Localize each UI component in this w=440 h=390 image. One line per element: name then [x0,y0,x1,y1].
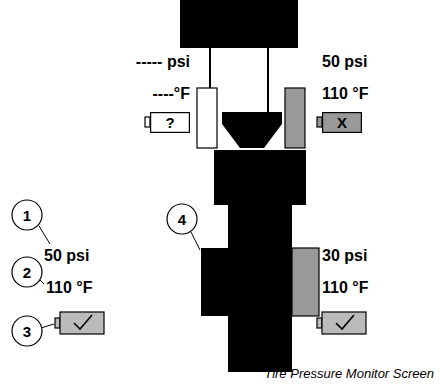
battery-nub [317,318,322,328]
tire-reading: 30 psi [322,246,367,266]
tractor-body [228,200,292,372]
battery-status: X [337,115,347,130]
callout-number: 4 [178,212,186,227]
front-right-tire [285,88,305,148]
battery-icon: ? [150,112,190,133]
battery-status: ? [165,115,174,130]
leader-line [40,280,44,284]
callout-number: 1 [23,208,31,223]
tire-reading: ----°F [153,84,190,104]
check-mark [74,315,92,329]
caption: Tire Pressure Monitor Screen [264,366,434,382]
front-left-tire [197,88,217,148]
callout-circle [12,257,42,287]
hitch-line [267,48,269,114]
battery-nub [55,318,60,328]
leader-line [39,226,50,244]
battery-body [323,113,362,133]
tire-reading: ----- psi [136,52,190,72]
tire-reading: 110 °F [46,278,92,298]
leader-line [191,232,200,250]
battery-icon: X [322,112,362,133]
leader-line [41,324,54,328]
implement [180,0,298,48]
rear-right-tire [292,248,319,316]
callout-circle [167,204,197,234]
check-mark [336,315,354,329]
rear-left-tire [201,248,228,316]
callout-number: 3 [11,315,43,347]
tire-reading: 50 psi [44,246,89,266]
battery-body [151,113,190,133]
callout-number: 1 [11,199,43,231]
callout-number: 3 [23,324,31,339]
battery-icon [60,312,104,334]
callout-circle [12,200,42,230]
tire-reading: 110 °F [322,84,368,104]
callout-number: 4 [166,203,198,235]
tire-reading: 50 psi [322,52,367,72]
front-axle [222,112,282,148]
callout-circle [12,316,42,346]
battery-icon [322,312,366,334]
battery-nub [145,117,150,127]
tractor-body [214,150,306,205]
battery-nub [317,117,322,127]
tire-reading: 110 °F [322,278,368,298]
callout-number: 2 [11,256,43,288]
callout-number: 2 [23,265,31,280]
